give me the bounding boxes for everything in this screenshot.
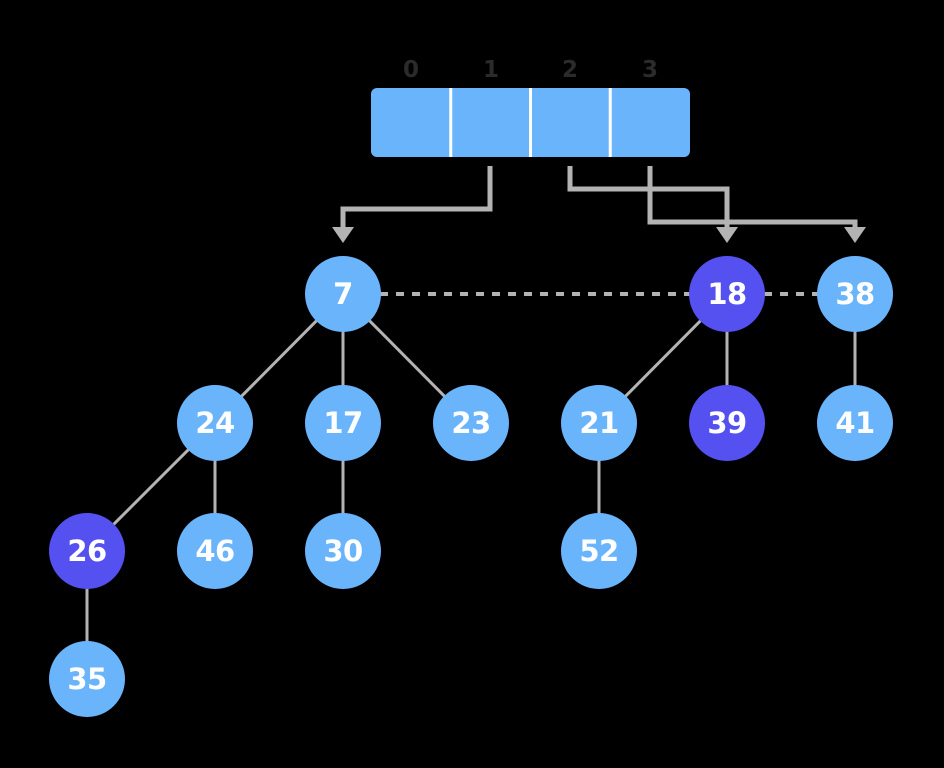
tree-node-24[interactable]: 24 [177, 385, 253, 461]
tree-node-26[interactable]: 26 [49, 513, 125, 589]
array-index-label-2: 2 [561, 57, 578, 83]
pointer-from-slot-2-arrowhead [716, 227, 738, 243]
tree-node-38[interactable]: 38 [817, 256, 893, 332]
tree-node-label: 26 [67, 534, 107, 568]
tree-node-label: 52 [579, 534, 619, 568]
tree-node-label: 18 [707, 277, 747, 311]
array-index-label-0: 0 [402, 57, 419, 83]
tree-node-52[interactable]: 52 [561, 513, 637, 589]
tree-node-23[interactable]: 23 [433, 385, 509, 461]
tree-node-21[interactable]: 21 [561, 385, 637, 461]
array-index-label-1: 1 [482, 57, 499, 83]
tree-node-label: 23 [451, 406, 491, 440]
array-cells-group [371, 88, 690, 157]
tree-node-label: 35 [67, 662, 107, 696]
tree-node-label: 21 [579, 406, 619, 440]
tree-node-46[interactable]: 46 [177, 513, 253, 589]
pointer-from-slot-1-arrowhead [332, 227, 354, 243]
tree-node-label: 39 [707, 406, 747, 440]
array-index-label-3: 3 [641, 57, 658, 83]
tree-node-35[interactable]: 35 [49, 641, 125, 717]
tree-node-30[interactable]: 30 [305, 513, 381, 589]
pointer-paths-group [332, 166, 866, 243]
tree-edges-group [85, 319, 857, 642]
tree-node-17[interactable]: 17 [305, 385, 381, 461]
tree-node-39[interactable]: 39 [689, 385, 765, 461]
tree-node-label: 30 [323, 534, 363, 568]
tree-node-label: 46 [195, 534, 235, 568]
edge-7-23 [367, 319, 447, 398]
tree-node-label: 38 [835, 277, 875, 311]
tree-node-7[interactable]: 7 [305, 256, 381, 332]
edge-24-26 [112, 448, 190, 526]
pointer-from-slot-3 [647, 166, 858, 227]
edge-7-24 [239, 319, 319, 398]
tree-node-41[interactable]: 41 [817, 385, 893, 461]
pointer-from-slot-3-arrowhead [844, 227, 866, 243]
tree-node-label: 24 [195, 406, 235, 440]
edge-18-21 [623, 319, 703, 398]
tree-node-label: 17 [323, 406, 363, 440]
tree-node-18[interactable]: 18 [689, 256, 765, 332]
tree-node-label: 41 [835, 406, 875, 440]
pointer-from-slot-1 [340, 166, 493, 227]
tree-node-label: 7 [333, 277, 353, 311]
